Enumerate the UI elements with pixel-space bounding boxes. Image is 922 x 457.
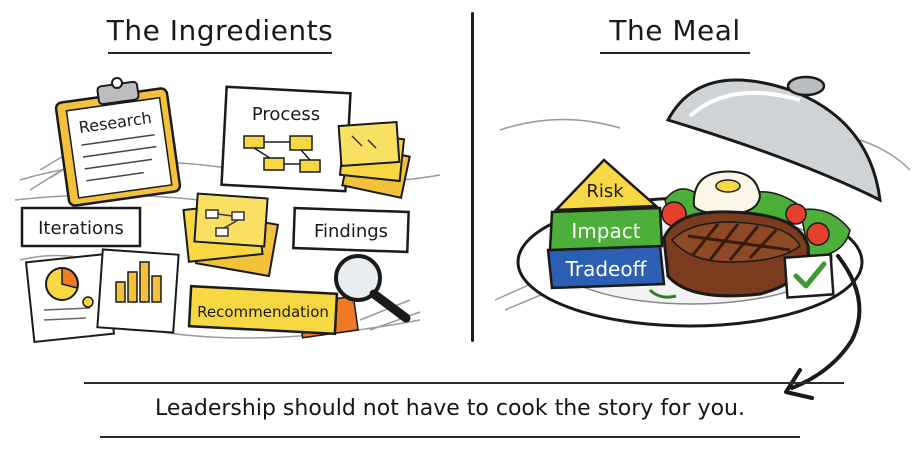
mashed-potato — [692, 170, 762, 216]
iterations-label: Iterations — [38, 218, 124, 239]
panel-divider — [471, 12, 474, 342]
cloche-dome — [665, 75, 882, 203]
arrow-icon — [784, 254, 862, 400]
process-card: Process — [220, 85, 352, 193]
meal-title: The Meal — [609, 14, 741, 47]
risk-block: Risk — [552, 158, 660, 212]
findings-label: Findings — [314, 221, 388, 242]
chart-papers — [24, 248, 180, 344]
meal-title-underline — [600, 52, 750, 54]
process-label: Process — [252, 104, 320, 125]
recommendation-label: Recommendation — [197, 303, 329, 321]
ingredients-title-underline — [108, 52, 332, 54]
impact-label: Impact — [571, 219, 640, 243]
sticky-notes-stack — [337, 120, 411, 199]
diagram-notes — [182, 192, 280, 278]
caption-bottom-rule — [100, 436, 800, 438]
recommendation-card: Recommendation — [187, 284, 359, 339]
impact-block: Impact — [548, 206, 664, 252]
findings-card: Findings — [292, 206, 410, 254]
caption-text: Leadership should not have to cook the s… — [155, 396, 745, 421]
ingredients-title: The Ingredients — [106, 14, 334, 47]
risk-label: Risk — [586, 181, 624, 202]
magnifying-glass-icon — [334, 254, 411, 323]
steak — [662, 210, 810, 298]
caption-top-rule — [84, 382, 844, 384]
checkmark-icon — [783, 253, 835, 299]
research-clipboard: Research — [54, 77, 182, 207]
tradeoff-block: Tradeoff — [546, 244, 666, 290]
iterations-card: Iterations — [20, 206, 142, 248]
tradeoff-label: Tradeoff — [565, 257, 648, 281]
